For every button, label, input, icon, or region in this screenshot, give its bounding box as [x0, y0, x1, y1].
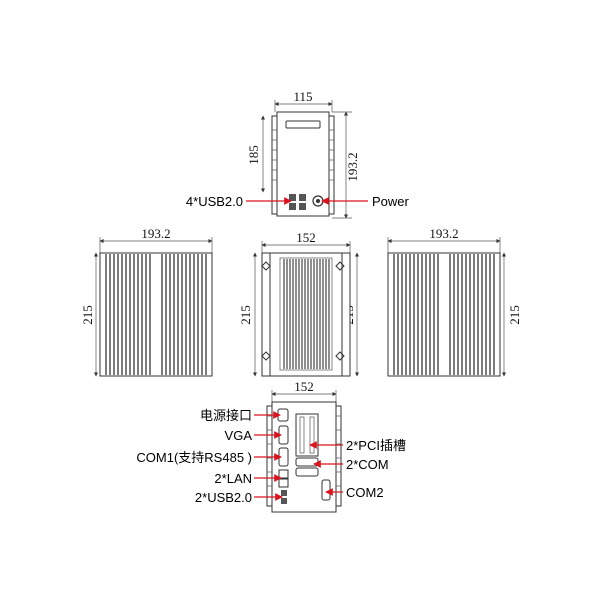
rear-io-view: 152 电源接口 VGA COM1(支 [136, 379, 406, 513]
usb-top-callout: 4*USB2.0 [186, 194, 243, 209]
center-height-left-label: 215 [238, 305, 253, 325]
com-port-icon [295, 467, 319, 477]
right-height-label: 215 [507, 305, 522, 325]
center-width-label: 152 [296, 230, 316, 245]
top-view: 115 185 193.2 4*USB2.0 [186, 89, 410, 219]
com2-port-icon [321, 479, 331, 501]
power-jack-callout: 电源接口 [200, 408, 252, 423]
usb-bottom-callout: 2*USB2.0 [195, 490, 252, 505]
top-width-label: 115 [293, 89, 312, 104]
com-port-icon [295, 457, 319, 467]
top-depth-label: 185 [246, 145, 261, 165]
usb-port-icon [289, 194, 296, 201]
vga-callout: VGA [225, 428, 253, 443]
usb-port-icon [281, 490, 287, 496]
pci-callout: 2*PCI插槽 [346, 438, 406, 453]
usb-port-icon [289, 203, 296, 210]
lan-callout: 2*LAN [214, 471, 252, 486]
lan-port-icon [278, 469, 289, 479]
left-side-view: 193.2 215 [80, 226, 213, 377]
left-height-label: 215 [80, 305, 95, 325]
bottom-width-label: 152 [294, 379, 314, 394]
top-height-label: 193.2 [345, 152, 360, 181]
power-callout: Power [372, 194, 410, 209]
right-width-label: 193.2 [429, 226, 458, 241]
com2-callout: COM2 [346, 485, 384, 500]
center-view: 152 215 215 [238, 230, 360, 377]
usb-port-icon [299, 203, 306, 210]
pci-slot-icon [295, 413, 319, 457]
com-group-callout: 2*COM [346, 457, 389, 472]
left-width-label: 193.2 [141, 226, 170, 241]
usb-port-icon [281, 498, 287, 504]
com1-callout: COM1(支持RS485 ) [136, 450, 252, 465]
right-side-view: 193.2 215 [387, 226, 522, 377]
lan-port-icon [278, 478, 289, 488]
usb-port-icon [299, 194, 306, 201]
